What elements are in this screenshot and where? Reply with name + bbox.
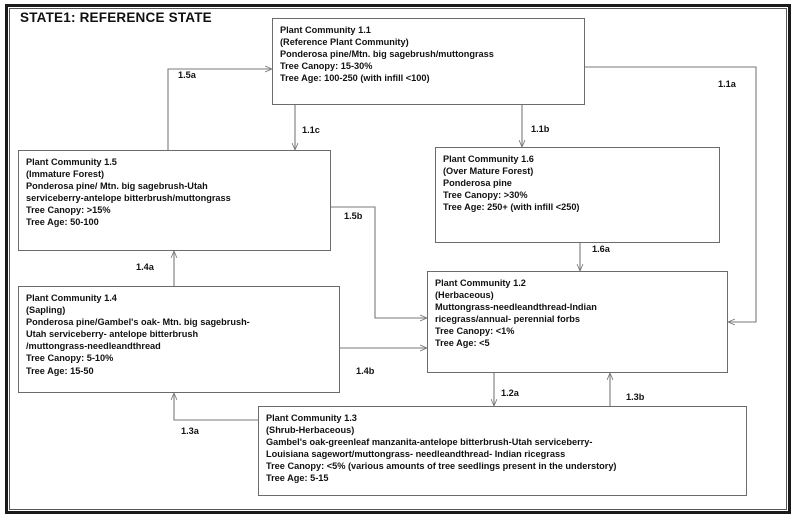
node-title: Plant Community 1.5 [26, 157, 117, 167]
node-tree-age: Tree Age: <5 [435, 338, 490, 349]
node-plant-community-1-3[interactable]: Plant Community 1.3 (Shrub-Herbaceous) G… [258, 406, 747, 496]
edge-label-1-4a: 1.4a [136, 262, 154, 272]
edge-label-1-5b: 1.5b [344, 211, 363, 221]
edge-label-1-1b: 1.1b [531, 124, 550, 134]
node-tree-canopy: Tree Canopy: >15% [26, 205, 111, 216]
edge-label-1-4b: 1.4b [356, 366, 375, 376]
edge-label-1-3a: 1.3a [181, 426, 199, 436]
node-plant-community-1-2[interactable]: Plant Community 1.2 (Herbaceous) Muttong… [427, 271, 728, 373]
node-species-line: Ponderosa pine [443, 178, 512, 189]
node-subtitle: (Reference Plant Community) [280, 37, 409, 48]
node-species-line: Ponderosa pine/ Mtn. big sagebrush-Utah [26, 181, 208, 192]
node-species-line: Ponderosa pine/Mtn. big sagebrush/mutton… [280, 49, 494, 60]
node-title: Plant Community 1.6 [443, 154, 534, 164]
node-plant-community-1-6[interactable]: Plant Community 1.6 (Over Mature Forest)… [435, 147, 720, 243]
node-tree-canopy: Tree Canopy: <5% (various amounts of tre… [266, 461, 617, 472]
edge-label-1-1c: 1.1c [302, 125, 320, 135]
node-tree-age: Tree Age: 15-50 [26, 365, 94, 376]
node-plant-community-1-5[interactable]: Plant Community 1.5 (Immature Forest) Po… [18, 150, 331, 251]
node-tree-canopy: Tree Canopy: 5-10% [26, 353, 114, 364]
node-subtitle: (Herbaceous) [435, 290, 494, 301]
node-title: Plant Community 1.3 [266, 413, 357, 423]
node-subtitle: (Shrub-Herbaceous) [266, 425, 355, 436]
node-subtitle: (Over Mature Forest) [443, 166, 534, 177]
node-tree-age: Tree Age: 50-100 [26, 217, 99, 228]
edge-label-1-5a: 1.5a [178, 70, 196, 80]
node-species-line: Utah serviceberry- antelope bitterbrush [26, 329, 199, 340]
node-plant-community-1-4[interactable]: Plant Community 1.4 (Sapling) Ponderosa … [18, 286, 340, 393]
node-tree-age: Tree Age: 100-250 (with infill <100) [280, 73, 430, 84]
node-tree-age: Tree Age: 250+ (with infill <250) [443, 202, 580, 213]
node-tree-canopy: Tree Canopy: 15-30% [280, 61, 373, 72]
node-tree-age: Tree Age: 5-15 [266, 473, 329, 484]
node-title: Plant Community 1.4 [26, 293, 117, 303]
node-species-line: /muttongrass-needleandthread [26, 341, 161, 352]
node-tree-canopy: Tree Canopy: >30% [443, 190, 528, 201]
node-species-line: Louisiana sagewort/muttongrass- needlean… [266, 449, 566, 460]
edge-label-1-2a: 1.2a [501, 388, 519, 398]
node-tree-canopy: Tree Canopy: <1% [435, 326, 515, 337]
edge-label-1-3b: 1.3b [626, 392, 645, 402]
node-subtitle: (Immature Forest) [26, 169, 105, 180]
node-title: Plant Community 1.2 [435, 278, 526, 288]
node-species-line: Ponderosa pine/Gambel's oak- Mtn. big sa… [26, 317, 250, 328]
edge-label-1-6a: 1.6a [592, 244, 610, 254]
node-plant-community-1-1[interactable]: Plant Community 1.1 (Reference Plant Com… [272, 18, 585, 105]
edge-label-1-1a: 1.1a [718, 79, 736, 89]
node-species-line: Gambel's oak-greenleaf manzanita-antelop… [266, 437, 593, 448]
node-species-line: ricegrass/annual- perennial forbs [435, 314, 581, 325]
node-species-line: Muttongrass-needleandthread-Indian [435, 302, 597, 313]
node-title: Plant Community 1.1 [280, 25, 371, 35]
node-subtitle: (Sapling) [26, 305, 66, 316]
state-title: STATE1: REFERENCE STATE [20, 10, 212, 25]
node-species-line: serviceberry-antelope bitterbrush/mutton… [26, 193, 231, 204]
